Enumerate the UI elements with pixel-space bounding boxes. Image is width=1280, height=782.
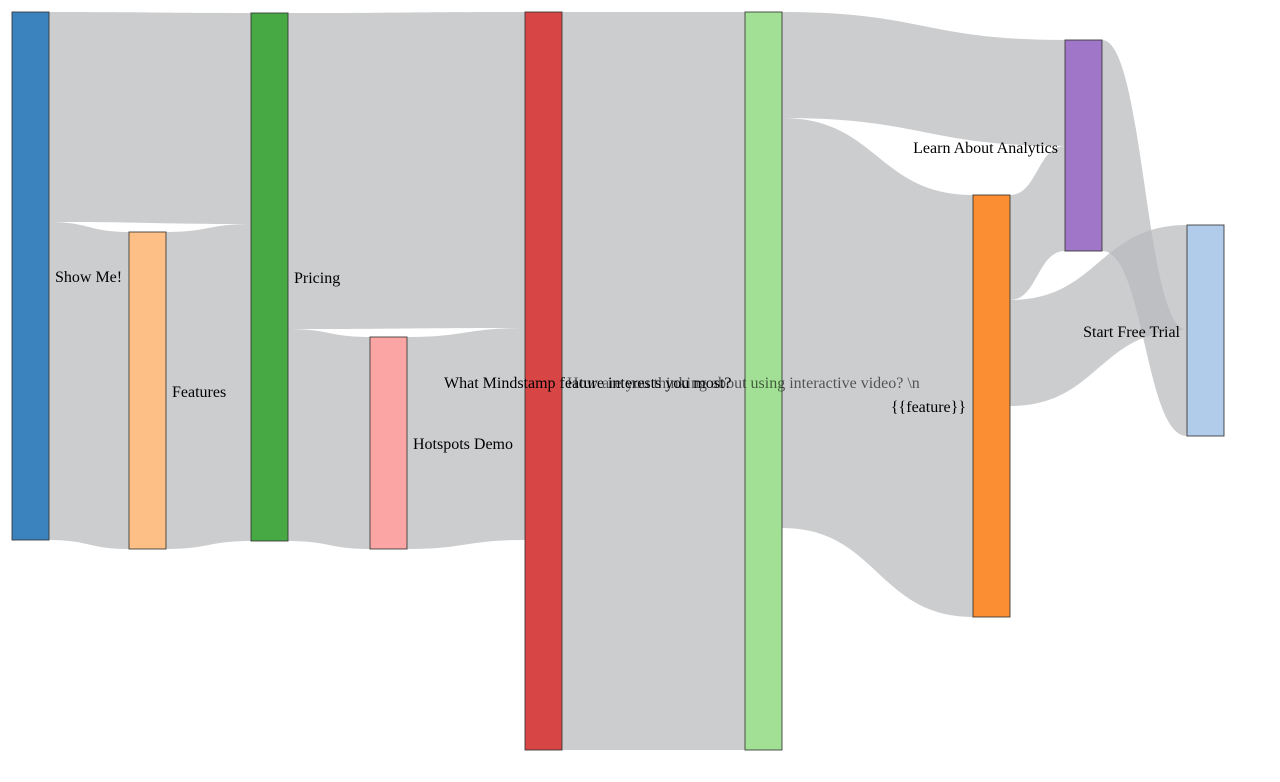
node-feature-tpl[interactable] [972,194,1011,618]
node-trial[interactable] [1186,224,1225,437]
node-show-me[interactable] [11,11,50,541]
link-show_me-to-features[interactable] [49,222,129,549]
sankey-nodes [11,11,1225,751]
link-how_thinking-to-analytics[interactable] [782,12,1065,146]
link-analytics-to-trial[interactable] [1102,40,1187,436]
link-features-to-pricing[interactable] [166,224,251,549]
node-hotspots[interactable] [369,336,408,550]
link-what_feature-to-how_thinking[interactable] [562,12,745,750]
link-pricing-to-what_feature[interactable] [288,12,525,329]
link-feature_tpl-to-analytics[interactable] [1010,146,1065,300]
node-label-feature-tpl: {{feature}} [891,399,966,416]
node-pricing[interactable] [250,12,289,542]
node-how-thinking[interactable] [744,11,783,751]
node-label-show-me: Show Me! [55,269,122,286]
node-what-feature[interactable] [524,11,563,751]
link-hotspots-to-what_feature[interactable] [407,328,525,549]
node-features[interactable] [128,231,167,550]
node-analytics[interactable] [1064,39,1103,252]
node-label-features: Features [172,384,226,401]
node-label-trial: Start Free Trial [1083,324,1180,341]
node-label-how-thinking: How are you thinking about using interac… [567,375,920,392]
link-show_me-to-pricing[interactable] [49,12,251,224]
node-label-analytics: Learn About Analytics [913,140,1058,157]
node-label-what-feature: What Mindstamp feature interests you mos… [444,375,731,392]
link-pricing-to-hotspots[interactable] [288,329,370,549]
sankey-links [49,12,1187,750]
node-label-hotspots: Hotspots Demo [413,436,513,453]
link-how_thinking-to-feature_tpl[interactable] [782,118,973,617]
node-label-pricing: Pricing [294,270,340,287]
